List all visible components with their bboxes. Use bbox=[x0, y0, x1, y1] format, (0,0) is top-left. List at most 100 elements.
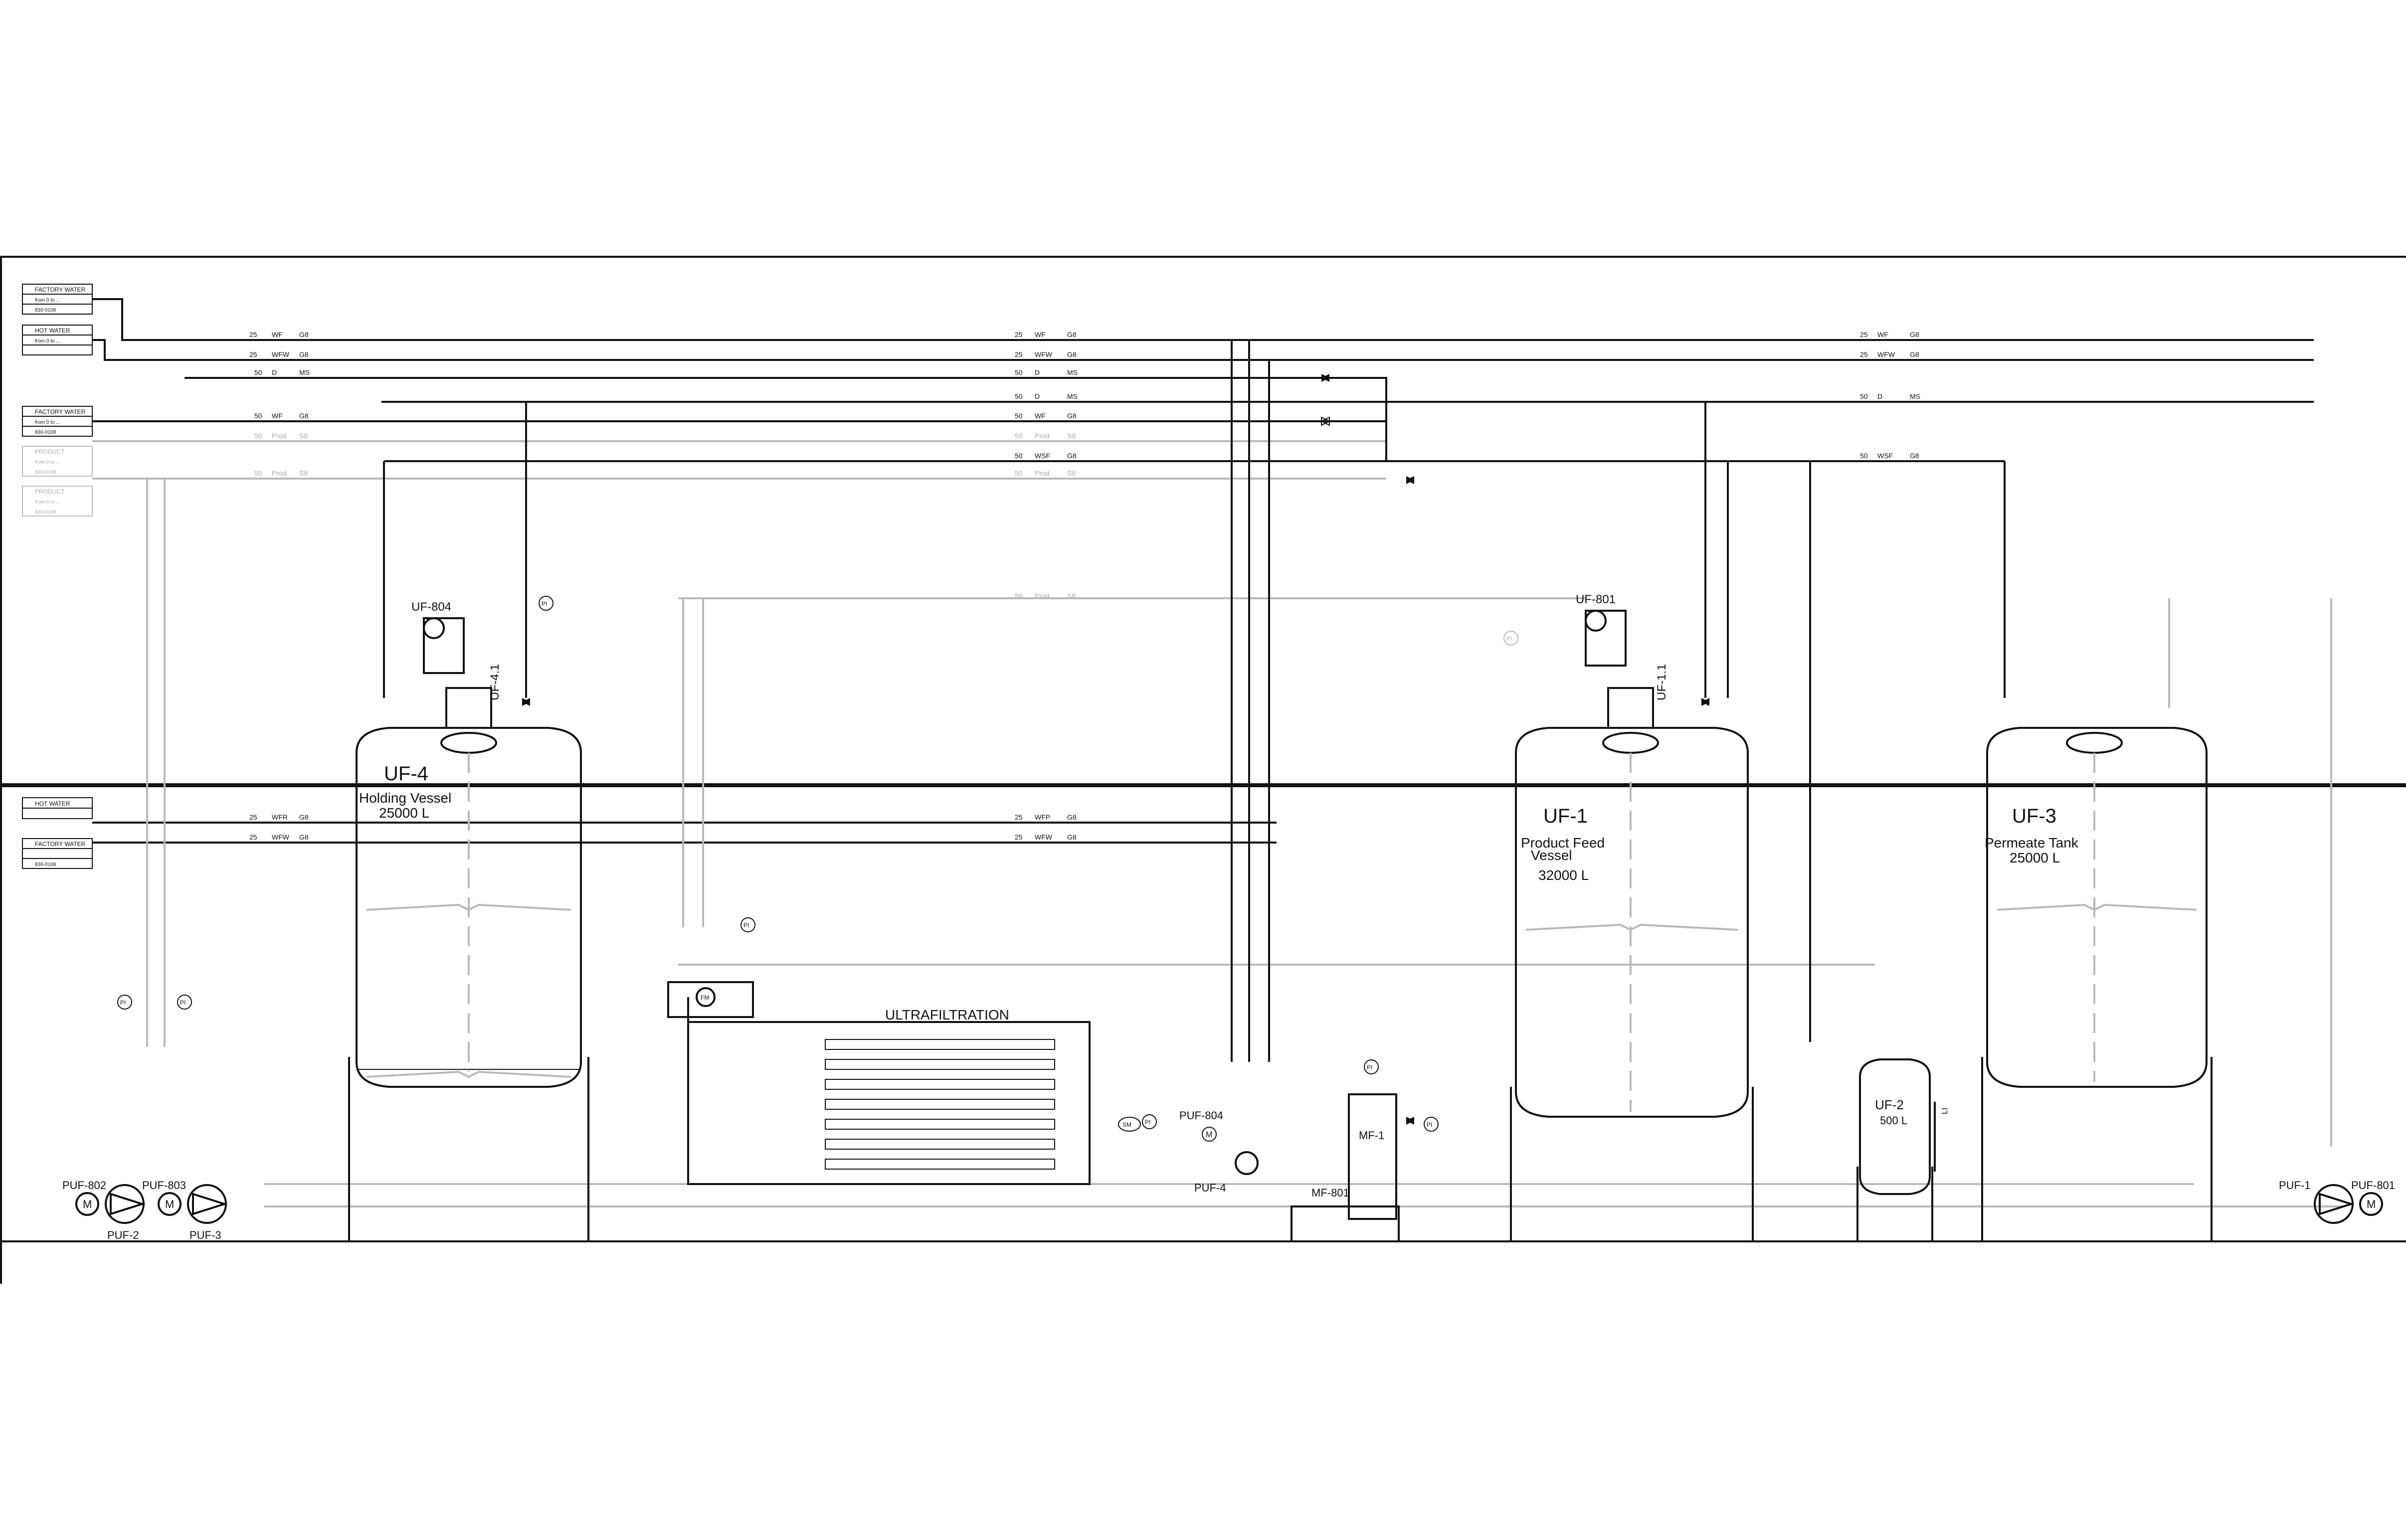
vertical-drops bbox=[146, 340, 2332, 1147]
svg-text:WF: WF bbox=[272, 331, 283, 339]
svg-text:G8: G8 bbox=[1910, 350, 1919, 358]
svg-text:from 0 to ...: from 0 to ... bbox=[35, 500, 60, 505]
svg-text:830-0108: 830-0108 bbox=[35, 862, 56, 867]
svg-text:25: 25 bbox=[1860, 331, 1868, 339]
svg-text:PI: PI bbox=[180, 999, 185, 1006]
svg-text:G8: G8 bbox=[299, 412, 309, 420]
filter-mf801-label: MF-801 bbox=[1311, 1187, 1349, 1199]
svg-text:WFW: WFW bbox=[272, 350, 290, 358]
svg-text:MS: MS bbox=[299, 368, 310, 376]
svg-text:M: M bbox=[1206, 1131, 1212, 1139]
level-indicator-uf2: LI bbox=[1941, 1108, 1949, 1114]
svg-text:WF: WF bbox=[1035, 412, 1046, 420]
svg-text:PI: PI bbox=[743, 922, 749, 929]
svg-text:G8: G8 bbox=[1067, 833, 1077, 841]
svg-text:PI: PI bbox=[542, 600, 547, 607]
tank-uf1-volume: 32000 L bbox=[1538, 867, 1589, 883]
tank-uf4-tag: UF-4 bbox=[384, 763, 428, 785]
svg-text:MS: MS bbox=[1067, 392, 1078, 400]
svg-text:FACTORY WATER: FACTORY WATER bbox=[35, 286, 86, 293]
svg-text:from 0 to ...: from 0 to ... bbox=[35, 460, 60, 465]
line-tag-d50-c: 50 D MS bbox=[1015, 392, 1078, 400]
svg-text:Prod: Prod bbox=[1035, 469, 1050, 477]
tank-uf3-tag: UF-3 bbox=[2012, 805, 2056, 827]
svg-text:WFW: WFW bbox=[272, 833, 290, 841]
tank-uf4-name: Holding Vessel bbox=[359, 790, 451, 806]
svg-text:S8: S8 bbox=[299, 469, 308, 477]
svg-text:PRODUCT: PRODUCT bbox=[35, 488, 65, 495]
svg-text:25: 25 bbox=[1015, 833, 1023, 841]
svg-text:25: 25 bbox=[1860, 350, 1868, 358]
svg-text:G8: G8 bbox=[1067, 813, 1077, 821]
svg-text:50: 50 bbox=[1015, 452, 1023, 460]
svg-text:S8: S8 bbox=[1067, 592, 1076, 600]
side-box-hot-water: HOT WATER bbox=[22, 797, 93, 819]
svg-text:25: 25 bbox=[249, 813, 257, 821]
svg-text:SM: SM bbox=[1122, 1121, 1131, 1128]
svg-text:FACTORY WATER: FACTORY WATER bbox=[35, 408, 86, 415]
svg-text:MS: MS bbox=[1910, 392, 1920, 400]
svg-text:WF: WF bbox=[1877, 331, 1888, 339]
svg-text:G8: G8 bbox=[1067, 412, 1077, 420]
line-tag-wf50-a: 50 WF G8 bbox=[254, 412, 309, 420]
side-box-factory-water: FACTORY WATER 830-0108 bbox=[22, 838, 93, 869]
svg-text:50: 50 bbox=[1860, 392, 1868, 400]
svg-text:G8: G8 bbox=[299, 813, 309, 821]
flow-meter-label: FM bbox=[701, 994, 709, 1001]
switch-meter-sm: SM bbox=[1118, 1117, 1141, 1132]
pi-uf1-top: PI bbox=[1503, 631, 1518, 646]
svg-text:25: 25 bbox=[249, 833, 257, 841]
line-tag-wfw25-a: 25 WFW G8 bbox=[249, 350, 309, 358]
tank-uf3: UF-3 Permeate Tank 25000 L bbox=[1981, 727, 2213, 1241]
svg-text:D: D bbox=[1877, 392, 1882, 400]
svg-text:S8: S8 bbox=[1067, 469, 1076, 477]
svg-text:830-0108: 830-0108 bbox=[35, 308, 56, 313]
pi-uf4: PI bbox=[539, 596, 554, 611]
svg-text:50: 50 bbox=[1860, 452, 1868, 460]
svg-text:G8: G8 bbox=[1067, 331, 1077, 339]
pi-left-2: PI bbox=[177, 995, 192, 1010]
pump-puf804-label: PUF-804 bbox=[1179, 1109, 1223, 1122]
svg-text:Prod: Prod bbox=[272, 432, 287, 440]
line-tag-d50-a: 50 D MS bbox=[254, 368, 310, 376]
svg-text:PRODUCT: PRODUCT bbox=[35, 448, 65, 455]
valve-wf-header bbox=[1320, 416, 1331, 426]
svg-text:830-0108: 830-0108 bbox=[35, 470, 56, 475]
valve-right-drop bbox=[1406, 476, 1414, 484]
svg-text:25: 25 bbox=[1015, 331, 1023, 339]
valve-uf1-inlet bbox=[1701, 698, 1709, 706]
svg-text:50: 50 bbox=[254, 432, 262, 440]
header-legend: FACTORY WATER from 0 to ... 830-0108 HOT… bbox=[22, 284, 93, 869]
svg-text:G8: G8 bbox=[1910, 331, 1919, 339]
svg-text:from 0 to ...: from 0 to ... bbox=[35, 420, 60, 425]
svg-text:Prod: Prod bbox=[1035, 592, 1050, 600]
pump-puf3-label: PUF-3 bbox=[189, 1229, 221, 1241]
svg-text:PI: PI bbox=[1427, 1121, 1432, 1128]
svg-text:G8: G8 bbox=[299, 350, 309, 358]
svg-text:50: 50 bbox=[254, 469, 262, 477]
line-tag-prod50-e: 50 Prod S8 bbox=[1015, 592, 1076, 600]
svg-text:25: 25 bbox=[249, 331, 257, 339]
svg-text:MS: MS bbox=[1067, 368, 1078, 376]
ultrafiltration-label: ULTRAFILTRATION bbox=[885, 1007, 1009, 1023]
valve-mf1 bbox=[1406, 1117, 1414, 1125]
svg-text:S8: S8 bbox=[299, 432, 308, 440]
pi-mf1-top: PI bbox=[1364, 1059, 1379, 1074]
header-box-factory-water-1: FACTORY WATER from 0 to ... 830-0108 bbox=[22, 284, 93, 315]
motor-puf3-label: M bbox=[165, 1198, 174, 1210]
motor-puf2-label: M bbox=[83, 1198, 92, 1210]
svg-text:G8: G8 bbox=[299, 331, 309, 339]
svg-text:FACTORY WATER: FACTORY WATER bbox=[35, 841, 86, 848]
pump-puf1-label: PUF-1 bbox=[2279, 1179, 2311, 1192]
tank-uf1-name-line1: Product Feed bbox=[1521, 835, 1605, 851]
svg-text:50: 50 bbox=[1015, 469, 1023, 477]
svg-text:WF: WF bbox=[1035, 331, 1046, 339]
tank-uf2-tag: UF-2 bbox=[1875, 1097, 1904, 1112]
svg-text:WSF: WSF bbox=[1877, 452, 1893, 460]
svg-text:WF: WF bbox=[272, 412, 283, 420]
tank-uf4: UF-4 Holding Vessel 25000 L UF-4.1 UF-80… bbox=[348, 600, 589, 1241]
line-tag-wfw25-b: 25 WFW G8 bbox=[1015, 350, 1077, 358]
line-tag-wf25-b: 25 WF G8 bbox=[1015, 331, 1077, 339]
pi-left-1: PI bbox=[117, 995, 132, 1010]
svg-text:WFW: WFW bbox=[1035, 350, 1053, 358]
